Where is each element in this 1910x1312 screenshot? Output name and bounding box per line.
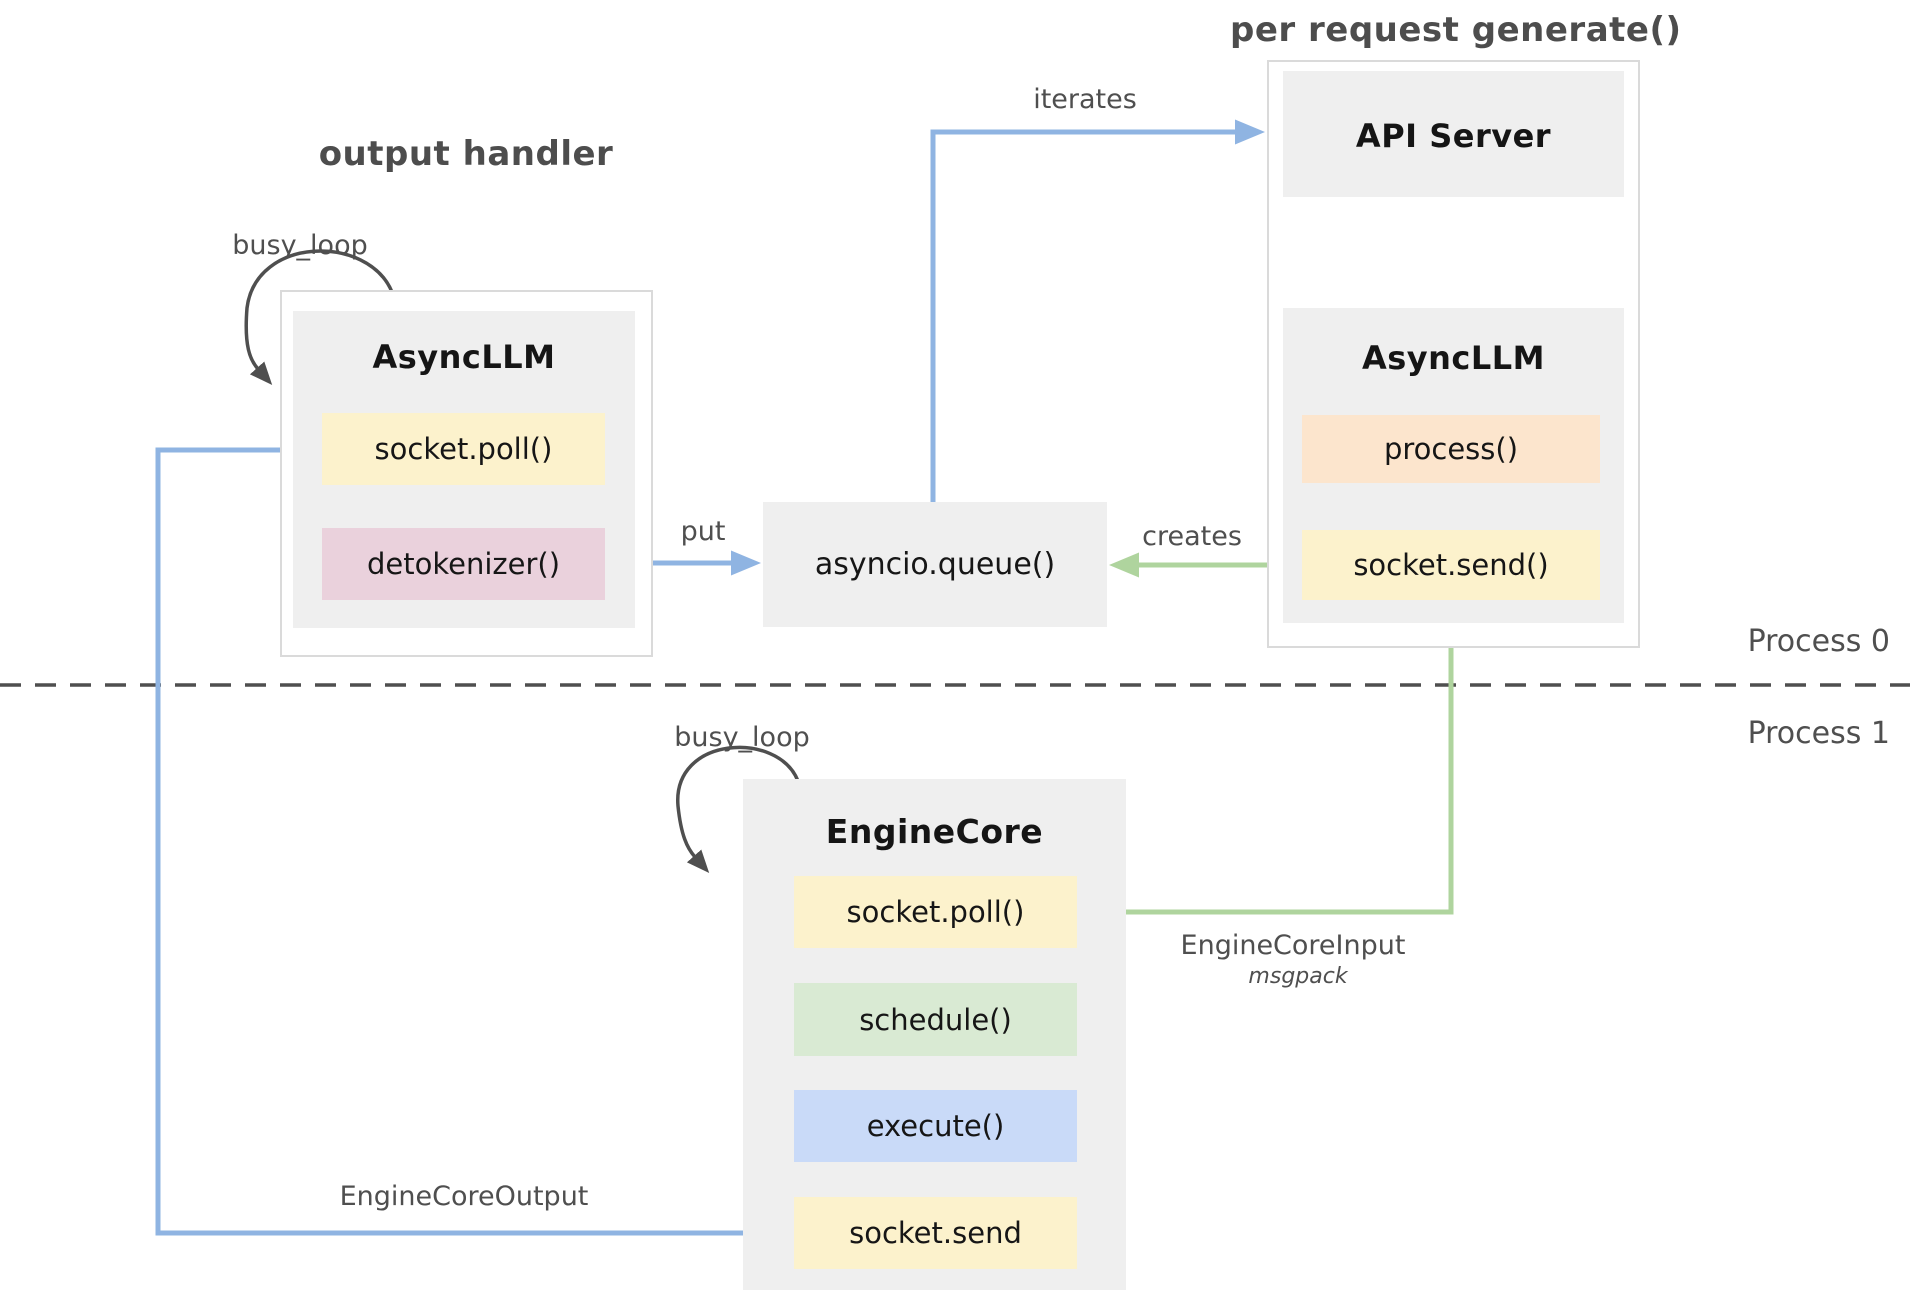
engine-core-title: EngineCore — [825, 812, 1044, 851]
async-llm-right-process: process() — [1302, 415, 1600, 483]
engine-core-panel: EngineCore socket.poll() schedule() exec… — [743, 779, 1126, 1290]
engine-core-schedule: schedule() — [794, 983, 1077, 1056]
api-server-panel: API Server — [1283, 71, 1624, 197]
api-server-title: API Server — [1355, 117, 1552, 155]
busy-loop-label-left: busy_loop — [232, 230, 368, 261]
busy-loop-label-engine-core: busy_loop — [674, 722, 810, 753]
async-llm-right-panel: AsyncLLM process() socket.send() — [1283, 308, 1624, 623]
process-1-label: Process 1 — [1747, 716, 1890, 751]
engine-core-execute: execute() — [794, 1090, 1077, 1162]
process-0-label: Process 0 — [1747, 624, 1890, 659]
async-llm-left-panel: AsyncLLM socket.poll() detokenizer() — [293, 311, 635, 628]
per-request-generate-title: per request generate() — [1230, 10, 1682, 50]
msgpack-label: msgpack — [1248, 964, 1348, 989]
engine-core-output-label: EngineCoreOutput — [339, 1181, 589, 1212]
engine-core-input-label: EngineCoreInput — [1180, 930, 1406, 961]
asyncio-queue-box: asyncio.queue() — [763, 502, 1107, 627]
iterates-label: iterates — [1033, 84, 1137, 115]
engine-core-socket-send: socket.send — [794, 1197, 1077, 1269]
put-label: put — [680, 516, 726, 547]
async-llm-right-socket-send: socket.send() — [1302, 530, 1600, 600]
async-llm-left-detokenizer: detokenizer() — [322, 528, 605, 600]
arrow-iterates — [930, 119, 1265, 502]
creates-label: creates — [1142, 521, 1242, 552]
output-handler-title: output handler — [318, 134, 614, 174]
async-llm-right-title: AsyncLLM — [1361, 339, 1546, 377]
async-llm-left-socket-poll: socket.poll() — [322, 413, 605, 485]
engine-core-socket-poll: socket.poll() — [794, 876, 1077, 948]
async-llm-left-title: AsyncLLM — [372, 338, 556, 376]
